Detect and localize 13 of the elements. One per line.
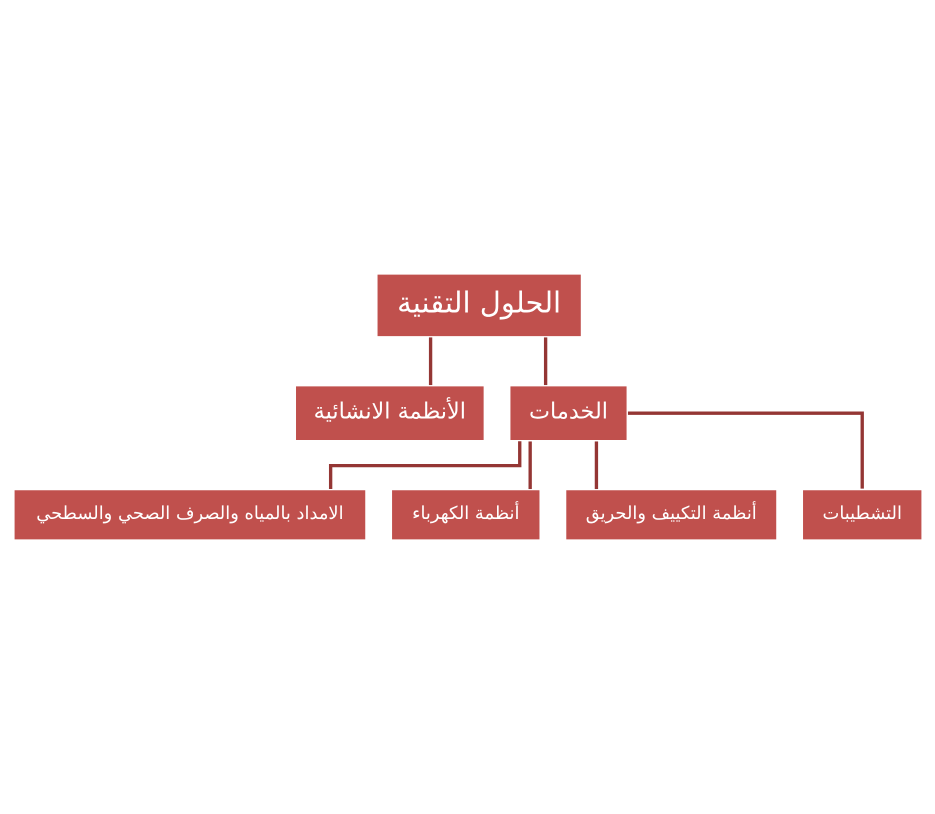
node-box: الأنظمة الانشائية [293, 384, 486, 442]
connector [428, 337, 432, 386]
node-box: الامداد بالمياه والصرف الصحي والسطحي [12, 488, 367, 542]
node-box: أنظمة الكهرباء [389, 488, 542, 542]
connector [627, 411, 864, 489]
connector [528, 441, 532, 490]
node-box: الخدمات [508, 384, 628, 442]
node-box: أنظمة التكييف والحريق [564, 488, 778, 542]
connector [328, 441, 521, 490]
node-box: الحلول التقنية [374, 272, 583, 338]
connector [543, 337, 547, 386]
connector [594, 441, 598, 490]
node-box: التشطيبات [800, 488, 924, 542]
